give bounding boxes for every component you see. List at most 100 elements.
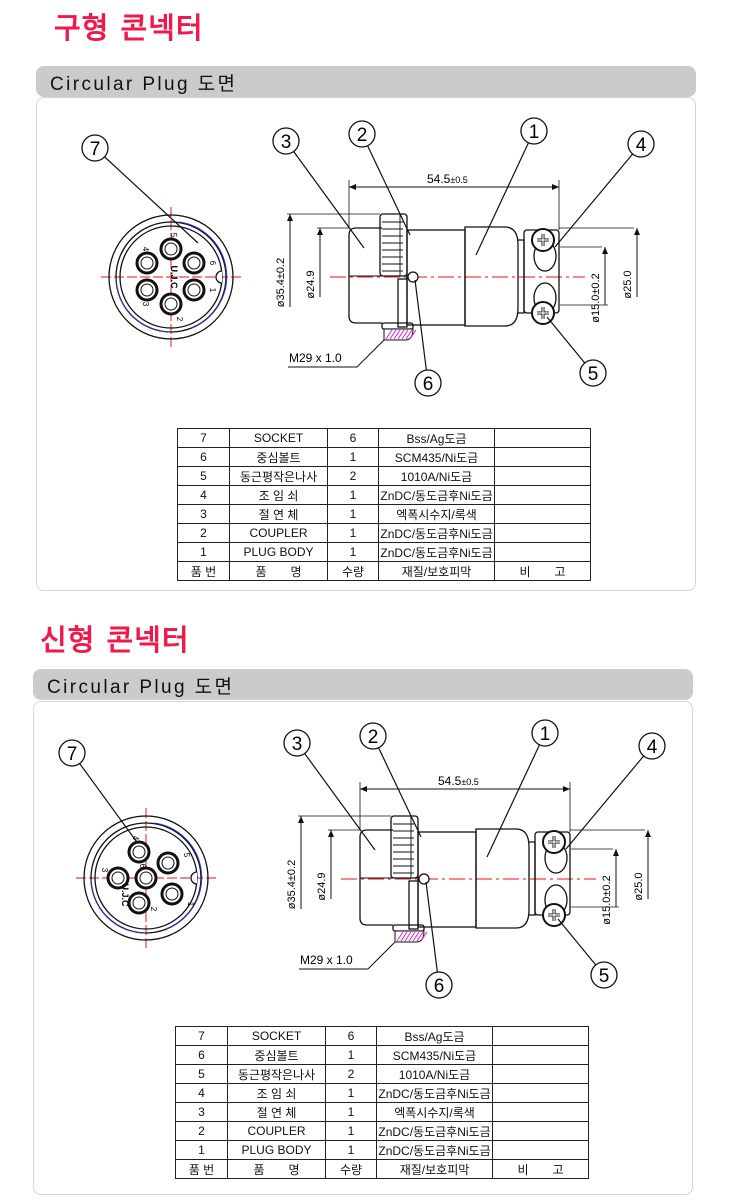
quantity-cell: 2 [327, 466, 379, 486]
thread-hatch-line [385, 329, 393, 340]
callout-5: 5 [588, 364, 599, 385]
length-dimension-label: 54.5±0.5 [427, 172, 468, 186]
thread-hatch-line [408, 931, 416, 942]
material-cell: Bss/Ag도금 [376, 1026, 493, 1046]
callout-circle [272, 127, 300, 155]
cable-diameter-arrow [602, 247, 608, 254]
callout-3: 3 [292, 734, 303, 755]
callout-7: 7 [90, 139, 101, 160]
callout-circle [425, 971, 453, 999]
remarks-cell: 비 고 [492, 1159, 589, 1179]
callout-circle [81, 134, 109, 162]
coupler-ring [408, 880, 419, 930]
thread-leader [299, 941, 396, 970]
callout-circle [531, 719, 559, 747]
callout-4: 4 [647, 737, 658, 758]
screw-cross-inner [537, 307, 549, 319]
part-name-cell: 조 임 쇠 [229, 485, 328, 505]
part-number-cell: 품 번 [177, 561, 230, 581]
quantity-cell: 1 [327, 447, 379, 467]
remarks-cell [494, 504, 591, 524]
pin-number: 5 [169, 233, 178, 238]
socket-pin-inner [132, 896, 146, 910]
pin-number: 5 [182, 853, 191, 858]
screw-cross-inner [548, 909, 560, 921]
inner-diameter-label: ø24.9 [316, 872, 328, 900]
part-name-cell: 품 명 [227, 1159, 326, 1179]
pin-number: 6 [208, 261, 217, 266]
part-number-cell: 3 [175, 1102, 228, 1122]
callout-circle [627, 130, 655, 158]
part-number-cell: 5 [177, 466, 230, 486]
header-label: Circular Plug 도면 [50, 74, 238, 95]
thread-hatch-line [409, 329, 417, 340]
material-cell: SCM435/Ni도금 [378, 447, 495, 467]
length-tolerance: ±0.5 [450, 175, 467, 185]
quantity-cell: 1 [327, 485, 379, 505]
remarks-cell [492, 1064, 589, 1084]
thread-hatch-line [397, 329, 405, 340]
thread-hatch-line [389, 329, 397, 340]
thread-hatch-line [416, 931, 424, 942]
callout-7: 7 [67, 744, 78, 765]
part-name-cell: 절 연 체 [227, 1102, 326, 1122]
callout-leader [475, 130, 535, 256]
callout-1: 1 [529, 122, 540, 143]
clamp-diameter-arrow [634, 228, 640, 235]
pin-number: 3 [141, 302, 150, 307]
thread-hatch-line [405, 329, 413, 340]
key-notch [190, 871, 198, 885]
callout-circle [579, 359, 607, 387]
section-header-new: Circular Plug 도면 [33, 669, 693, 700]
callout-circle [283, 729, 311, 757]
quantity-cell: 수량 [325, 1159, 377, 1179]
plug-sleeve [464, 226, 519, 327]
section-header-old: Circular Plug 도면 [36, 66, 696, 97]
quantity-cell: 1 [325, 1045, 377, 1065]
material-cell: 1010A/Ni도금 [378, 466, 495, 486]
callout-leader [296, 742, 376, 851]
part-number-cell: 5 [175, 1064, 228, 1084]
callout-3: 3 [281, 132, 292, 153]
quantity-cell: 1 [327, 523, 379, 543]
key-ring [115, 221, 228, 333]
callout-leader [414, 279, 429, 384]
remarks-cell [492, 1121, 589, 1141]
socket-pin-inner [111, 871, 125, 885]
part-number-cell: 6 [175, 1045, 228, 1065]
remarks-cell [494, 428, 591, 448]
remarks-cell [492, 1140, 589, 1160]
callout-leader [285, 140, 365, 249]
socket-pin-inner [187, 256, 201, 270]
part-number-cell: 2 [175, 1121, 228, 1141]
callout-5: 5 [599, 966, 610, 987]
callout-circle [638, 732, 666, 760]
callout-leader [361, 133, 411, 236]
material-cell: 엑폭시수지/록색 [378, 504, 495, 524]
thread-leader [288, 339, 385, 368]
length-tolerance: ±0.5 [461, 777, 478, 787]
part-number-cell: 3 [177, 504, 230, 524]
inner-diameter-arrow [328, 830, 334, 837]
quantity-cell: 1 [327, 504, 379, 524]
callout-4: 4 [636, 135, 647, 156]
part-name-cell: PLUG BODY [229, 542, 328, 562]
maker-marking: U.J.C [169, 265, 179, 289]
quantity-cell: 1 [327, 542, 379, 562]
socket-pin-inner [139, 871, 153, 885]
part-name-cell: 품 명 [229, 561, 328, 581]
callout-leader [486, 732, 546, 858]
socket-pin-inner [164, 297, 178, 311]
part-name-cell: PLUG BODY [227, 1140, 326, 1160]
callout-1: 1 [540, 724, 551, 745]
